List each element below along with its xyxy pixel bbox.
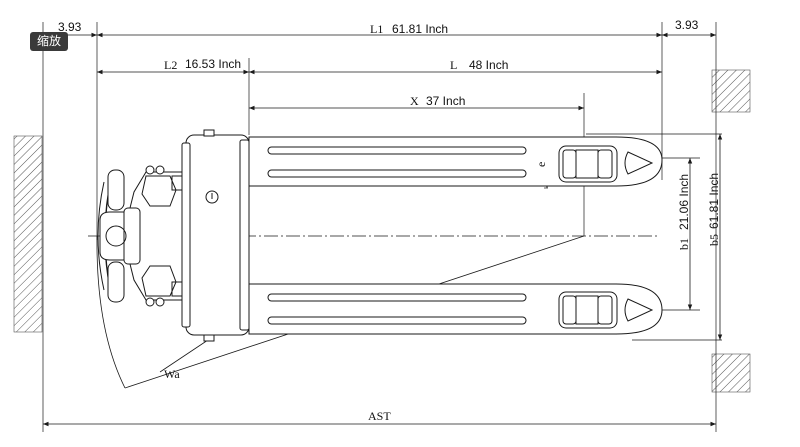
dim-wa-label: Wa [164, 367, 180, 381]
dim-b1-letter: b1 [677, 238, 691, 250]
dim-ast-label: AST [368, 409, 391, 423]
dim-x-letter: X [410, 94, 419, 108]
dim-left-offset-value: 3.93 [58, 20, 82, 34]
extension-lines [42, 22, 722, 432]
dim-l2-value: 16.53 Inch [185, 57, 241, 71]
steering-assembly [97, 165, 183, 307]
dim-b5-value: 61.81 Inch [707, 173, 721, 229]
truck-body [181, 129, 250, 342]
dimension-labels: 3.93 3.93 L1 61.81 Inch L2 16.53 Inch L … [58, 18, 721, 423]
body-knob-icon [205, 190, 219, 204]
dim-right-offset-value: 3.93 [675, 18, 699, 32]
dim-b5-letter: b5 [707, 234, 721, 246]
roller-upper [558, 145, 618, 183]
wall-hatch-group [13, 69, 751, 393]
wall-left [13, 135, 43, 333]
dim-l1-letter: L1 [370, 22, 383, 36]
zoom-button[interactable]: 缩放 [30, 32, 69, 51]
roller-lower [558, 291, 618, 329]
dim-e-letter: e [534, 162, 548, 167]
dim-x-value: 37 Inch [426, 94, 465, 108]
wall-top-right [711, 69, 751, 113]
dim-l-letter: L [450, 58, 457, 72]
dim-b1-value: 21.06 Inch [677, 174, 691, 230]
dim-l-value: 48 Inch [469, 58, 508, 72]
dim-l1-value: 61.81 Inch [392, 22, 448, 36]
wall-bottom-right [711, 353, 751, 393]
load-rollers [558, 145, 618, 329]
dimension-lines [43, 32, 723, 427]
dim-l2-letter: L2 [164, 58, 177, 72]
